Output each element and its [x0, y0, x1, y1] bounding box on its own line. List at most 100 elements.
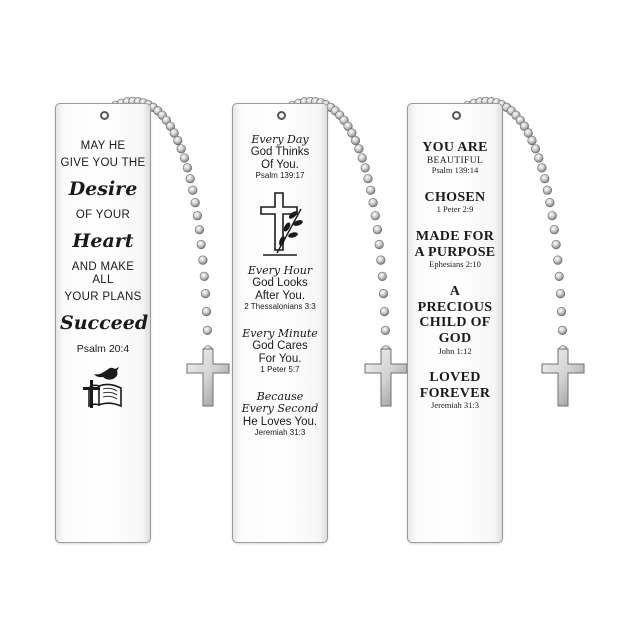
bookmark-heading: MADE FOR	[415, 229, 495, 244]
chain-bead	[556, 307, 567, 317]
bookmark-hole	[100, 111, 109, 120]
chain-bead	[554, 271, 564, 282]
chain-bead	[372, 225, 383, 235]
chain-bead	[360, 163, 370, 173]
bookmark-heading: CHILD OF	[419, 315, 491, 331]
chain-bead	[169, 128, 179, 138]
bookmark-script-heading: Every Minute	[242, 327, 318, 341]
bookmark-text-line: BEAUTIFUL	[426, 155, 484, 166]
bookmark-text-line: God Cares	[252, 340, 308, 353]
chain-bead	[542, 185, 553, 195]
chain-bead	[519, 121, 530, 131]
chain-bead	[376, 255, 386, 265]
chain-bead	[366, 185, 376, 195]
chain-bead	[350, 135, 361, 146]
chain-bead	[378, 289, 389, 299]
chain-bead	[176, 144, 186, 154]
chain-bead	[194, 225, 204, 235]
chain-bead	[201, 307, 212, 317]
bookmark-you-are-beautiful: YOU ARE BEAUTIFUL Psalm 139:14 CHOSEN 1 …	[407, 103, 503, 543]
cross-with-leaves-icon	[260, 192, 303, 256]
chain-bead	[192, 211, 202, 221]
bookmark-hole	[452, 111, 461, 120]
chain-bead	[377, 271, 387, 282]
bookmark-desire-of-your-heart: MAY HE GIVE YOU THE Desire OF YOUR Heart…	[55, 103, 151, 543]
chain-bead	[537, 163, 547, 173]
chain-bead	[527, 135, 537, 146]
bible-reference: Jeremiah 31:3	[254, 427, 306, 437]
bible-reference: 1 Peter 5:7	[260, 365, 300, 375]
chain-bead	[549, 225, 559, 235]
chain-bead	[202, 325, 212, 336]
bible-reference: John 1:12	[438, 345, 472, 356]
chain-bead	[173, 135, 183, 146]
bible-reference: Psalm 139:14	[431, 165, 479, 176]
chain-bead	[545, 198, 555, 208]
chain-bead	[553, 255, 563, 265]
bookmark-script-word: Succeed	[60, 311, 149, 334]
bookmark-text-line: GIVE YOU THE	[60, 156, 146, 169]
bookmark-text-line: Of You.	[261, 159, 299, 172]
chain-bead	[547, 211, 557, 221]
bookmark-hole	[277, 111, 286, 120]
chain-bead	[200, 289, 211, 299]
chain-bead	[347, 128, 357, 138]
bookmark-text-line: He Loves You.	[242, 415, 318, 428]
bookmark-heading: YOU ARE	[422, 140, 488, 155]
chain-bead	[363, 174, 373, 184]
chain-bead	[188, 185, 198, 195]
bookmark-every-day: Every Day God Thinks Of You. Psalm 139:1…	[232, 103, 328, 543]
bookmark-script-word: Desire	[68, 177, 138, 200]
bookmark-script-heading: Every Hour	[247, 264, 313, 278]
chain-bead	[354, 144, 364, 154]
bookmark-heading: FOREVER	[419, 385, 491, 401]
bookmark-text-line: AND MAKE ALL	[71, 261, 135, 287]
chain-bead	[368, 198, 378, 208]
bookmark-script-heading: Every Second	[241, 402, 319, 416]
bible-reference: Ephesians 2:10	[429, 259, 481, 270]
chain-bead	[379, 307, 390, 317]
bible-reference: Psalm 20:4	[76, 343, 130, 356]
bible-reference: Jeremiah 31:3	[431, 400, 479, 411]
bookmark-text-line: OF YOUR	[75, 209, 131, 222]
bookmark-text-line: For You.	[258, 353, 302, 366]
bookmark-heading: A PRECIOUS	[417, 283, 493, 315]
dove-bible-cross-icon	[83, 366, 122, 408]
bookmark-heading: LOVED	[429, 370, 481, 386]
cross-charm-3-icon	[541, 348, 585, 407]
bookmark-script-word: Heart	[72, 229, 134, 252]
chain-bead	[370, 211, 380, 221]
bookmark-text-line: After You.	[255, 290, 305, 303]
chain-bead	[534, 153, 544, 163]
chain-bead	[357, 153, 367, 163]
chain-bead	[182, 163, 192, 173]
bookmark-text-line: God Looks	[252, 277, 308, 290]
bookmark-text-line: MAY HE	[80, 140, 126, 152]
bookmark-text-line: YOUR PLANS	[64, 290, 142, 303]
chain-bead	[523, 128, 533, 138]
chain-bead	[540, 174, 550, 184]
chain-bead	[551, 239, 561, 250]
chain-bead	[530, 144, 541, 154]
bookmark-text-line: God Thinks	[250, 146, 310, 159]
cross-charm-1-icon	[186, 348, 230, 407]
bookmark-heading: A PURPOSE	[414, 244, 496, 260]
cross-charm-2-icon	[364, 348, 408, 407]
bookmark-script-heading: Because	[256, 390, 304, 404]
chain-bead	[190, 198, 200, 208]
bookmark-script-heading: Every Day	[251, 133, 309, 146]
bible-reference: Psalm 139:17	[255, 171, 305, 181]
chain-bead	[179, 153, 189, 163]
chain-bead	[374, 239, 384, 250]
bible-reference: 1 Peter 2:9	[436, 204, 474, 215]
chain-bead	[380, 325, 391, 336]
chain-bead	[199, 271, 209, 282]
chain-bead	[555, 289, 566, 299]
bible-reference: 2 Thessalonians 3:3	[244, 302, 316, 312]
bookmark-heading: GOD	[438, 330, 472, 346]
chain-bead	[185, 174, 195, 184]
bookmark-heading: CHOSEN	[424, 189, 486, 205]
chain-bead	[343, 121, 353, 131]
